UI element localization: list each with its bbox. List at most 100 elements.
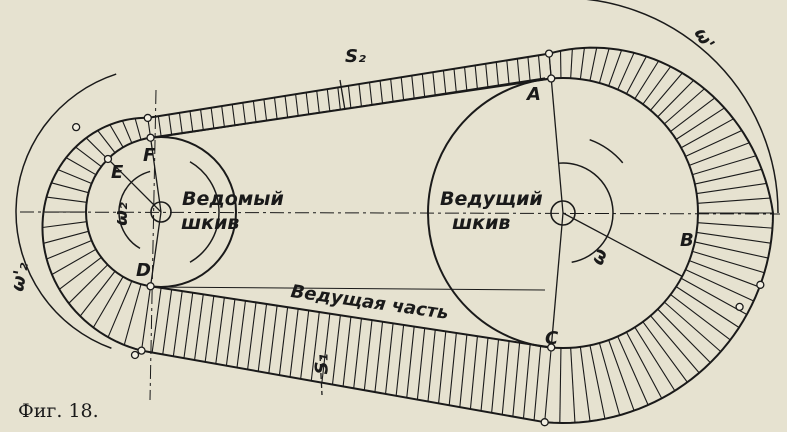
stress-hatch bbox=[664, 301, 722, 353]
stress-hatch bbox=[680, 118, 734, 149]
stress-hatch bbox=[263, 99, 268, 121]
s1-section-mark bbox=[319, 354, 323, 396]
stress-hatch bbox=[85, 137, 109, 160]
radius-b bbox=[562, 212, 683, 277]
stress-hatch bbox=[516, 58, 521, 84]
omega2-prime-arc bbox=[15, 73, 117, 349]
omega-prime-arc bbox=[585, 0, 779, 214]
label-e: E bbox=[111, 162, 124, 183]
stress-hatch bbox=[157, 116, 162, 137]
stress-hatch bbox=[305, 92, 310, 115]
stress-hatch bbox=[97, 130, 116, 154]
stress-hatch bbox=[608, 339, 635, 411]
stress-hatch bbox=[491, 339, 500, 413]
stress-hatch bbox=[134, 118, 142, 140]
rotation-arrow-arc bbox=[589, 138, 624, 164]
stress-hatch bbox=[316, 90, 320, 113]
stress-hatch bbox=[79, 270, 116, 317]
stress-hatch bbox=[689, 142, 750, 166]
node-point bbox=[146, 282, 155, 291]
stress-hatch bbox=[480, 337, 489, 411]
stress-hatch bbox=[123, 284, 142, 346]
stress-hatch bbox=[664, 88, 705, 125]
stress-hatch bbox=[533, 345, 542, 421]
stress-hatch bbox=[278, 307, 289, 376]
stress-hatch bbox=[57, 169, 92, 184]
stress-hatch bbox=[236, 300, 247, 368]
stress-hatch bbox=[363, 320, 373, 391]
stress-hatch bbox=[46, 196, 87, 203]
stress-hatch bbox=[670, 97, 716, 132]
vertical-axis-driven bbox=[149, 89, 157, 401]
stress-hatch bbox=[598, 342, 621, 416]
driving-pulley-label-2: шкив bbox=[452, 212, 511, 234]
stress-hatch bbox=[617, 336, 649, 406]
stress-hatch bbox=[570, 48, 573, 79]
stress-hatch bbox=[347, 85, 352, 109]
label-a: A bbox=[527, 84, 541, 105]
stress-hatch bbox=[459, 334, 468, 408]
stress-hatch bbox=[453, 68, 457, 93]
stress-hatch bbox=[395, 324, 405, 396]
stress-hatch bbox=[140, 286, 152, 351]
stress-hatch bbox=[694, 168, 762, 185]
stress-hatch bbox=[289, 308, 299, 378]
driving-pulley-label-1: Ведущий bbox=[440, 188, 543, 210]
radius-f bbox=[149, 137, 162, 213]
stress-hatch bbox=[579, 346, 591, 422]
stress-hatch bbox=[162, 289, 173, 355]
stress-hatch bbox=[168, 114, 173, 135]
node-point bbox=[103, 154, 113, 164]
stress-hatch bbox=[675, 107, 725, 140]
stress-hatch bbox=[421, 73, 426, 98]
label-omega2-prime: ω'₂ bbox=[7, 260, 33, 294]
stress-hatch bbox=[406, 326, 415, 398]
stress-hatch bbox=[300, 310, 310, 379]
stress-hatch bbox=[598, 48, 610, 84]
stress-hatch bbox=[353, 318, 362, 389]
stress-hatch bbox=[321, 313, 331, 383]
stress-hatch bbox=[617, 52, 635, 90]
stress-hatch bbox=[559, 347, 562, 423]
stress-hatch bbox=[657, 308, 711, 364]
stress-hatch bbox=[189, 111, 194, 132]
stress-hatch bbox=[589, 345, 606, 419]
label-c: C bbox=[545, 328, 559, 349]
stress-hatch bbox=[642, 321, 688, 383]
stress-hatch bbox=[689, 260, 760, 288]
stress-hatch bbox=[75, 146, 102, 168]
node-point bbox=[146, 133, 155, 142]
stress-hatch bbox=[634, 326, 676, 392]
driven-pulley-label-1: Ведомый bbox=[182, 188, 284, 210]
stress-hatch bbox=[469, 336, 478, 410]
node-point bbox=[547, 74, 556, 83]
stress-hatch bbox=[697, 197, 771, 204]
stress-hatch bbox=[544, 347, 552, 423]
driving-pulley-hub bbox=[550, 200, 576, 226]
center-line bbox=[19, 211, 781, 215]
label-d: D bbox=[136, 260, 151, 281]
driving-band-outer-edge bbox=[544, 46, 775, 424]
stress-hatch bbox=[51, 248, 97, 275]
label-b: B bbox=[680, 230, 694, 251]
stress-hatch bbox=[464, 67, 468, 92]
label-s1: S₁ bbox=[311, 353, 333, 375]
stress-hatch bbox=[696, 231, 771, 244]
driven-dashed-arc bbox=[189, 161, 220, 263]
driven-pulley-label-2: шкив bbox=[181, 212, 240, 234]
stress-hatch bbox=[485, 63, 489, 88]
node-point bbox=[143, 113, 152, 123]
stress-hatch bbox=[400, 77, 405, 101]
stress-hatch bbox=[107, 280, 133, 338]
horizontal-chord-d bbox=[149, 286, 546, 291]
s2-section-mark bbox=[339, 79, 346, 111]
stress-hatch bbox=[474, 65, 478, 90]
stress-hatch bbox=[252, 100, 257, 123]
stress-hatch bbox=[589, 47, 598, 81]
stress-hatch bbox=[685, 129, 743, 157]
stress-hatch bbox=[326, 89, 331, 112]
stress-hatch bbox=[657, 80, 694, 118]
stress-hatch bbox=[368, 82, 373, 106]
node-point bbox=[544, 49, 554, 58]
stress-hatch bbox=[692, 250, 765, 274]
